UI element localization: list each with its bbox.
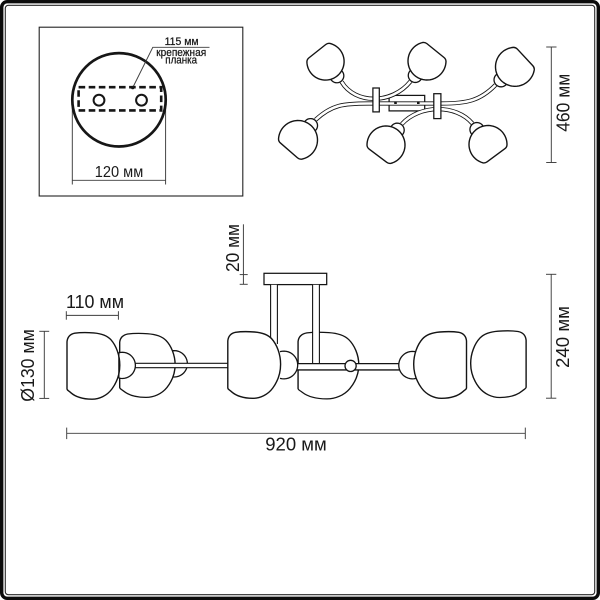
svg-text:крепежная: крепежная [156,47,206,59]
svg-text:920 мм: 920 мм [265,434,327,454]
svg-text:Ø130 мм: Ø130 мм [18,329,38,402]
svg-text:планка: планка [165,54,198,66]
svg-text:120 мм: 120 мм [95,164,144,181]
svg-text:240 мм: 240 мм [553,306,573,368]
svg-text:20 мм: 20 мм [223,224,243,272]
svg-text:460 мм: 460 мм [553,74,573,132]
svg-text:115 мм: 115 мм [165,36,199,48]
svg-text:110 мм: 110 мм [66,292,124,312]
